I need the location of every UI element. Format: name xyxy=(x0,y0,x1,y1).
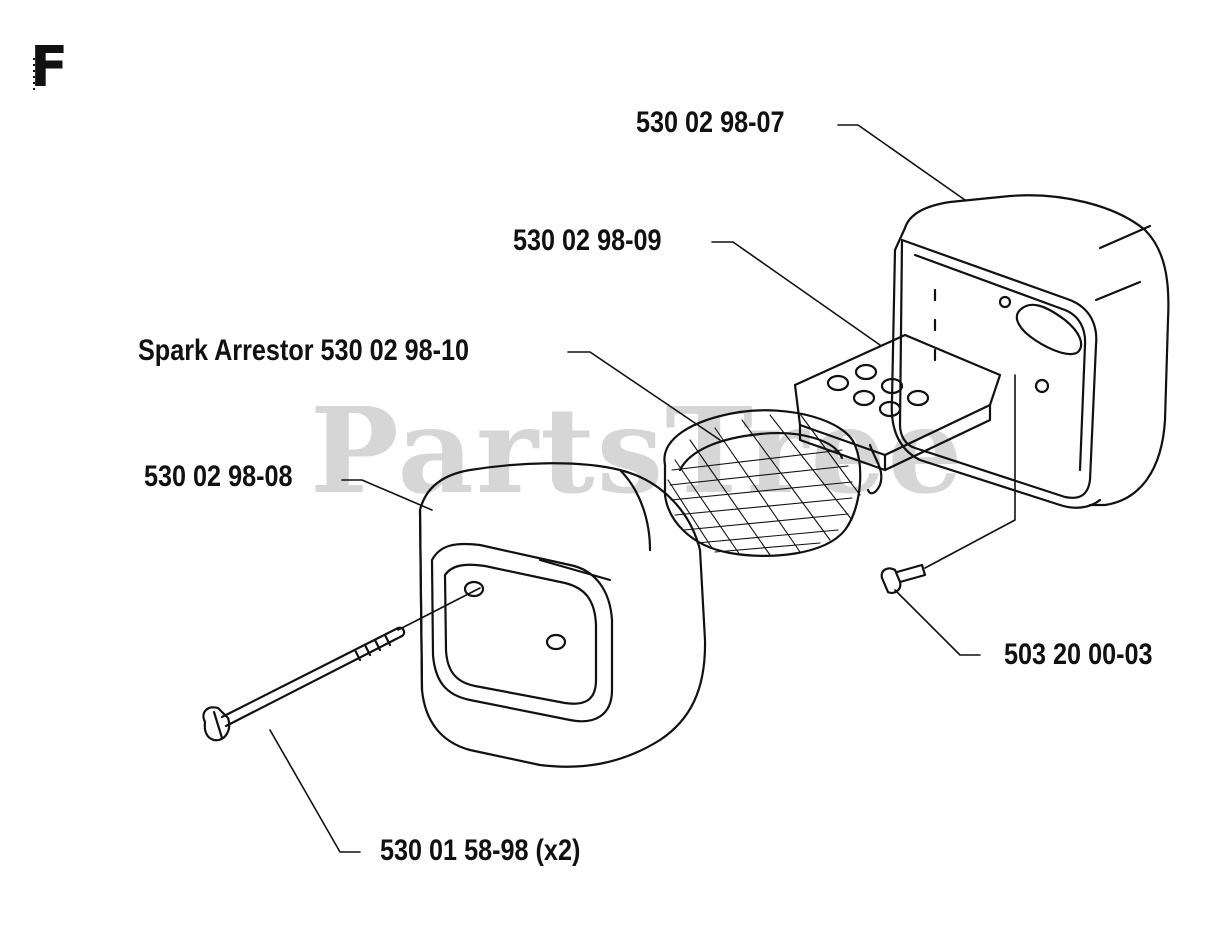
spark-arrestor-screen xyxy=(663,409,862,557)
callout-spark-arrestor: Spark Arrestor 530 02 98-10 xyxy=(138,334,470,367)
callout-muffler-cover: 530 02 98-08 xyxy=(144,460,293,493)
leader-long-bolt xyxy=(269,729,361,853)
leader-bolt-axis xyxy=(397,587,481,631)
leader-screw xyxy=(894,589,981,656)
leader-screw-axis xyxy=(924,374,1016,569)
watermark: PartsTree xyxy=(310,381,965,520)
muffler-body xyxy=(890,194,1170,509)
baffle-plate xyxy=(793,333,1002,495)
callout-muffler-body: 530 02 98-07 xyxy=(636,106,785,139)
section-letter-dots xyxy=(33,58,35,90)
long-bolt xyxy=(202,626,406,742)
leader-spark-arrestor xyxy=(567,351,721,441)
leader-lines xyxy=(269,124,1016,853)
section-letter: F xyxy=(30,35,69,100)
leader-muffler-body xyxy=(837,124,966,201)
callout-screw: 503 20 00-03 xyxy=(1004,638,1153,671)
screw xyxy=(880,563,927,594)
muffler-cover xyxy=(418,462,707,768)
leader-baffle-plate xyxy=(711,241,881,346)
callout-long-bolt: 530 01 58-98 (x2) xyxy=(380,834,581,867)
leader-muffler-cover xyxy=(341,479,433,511)
callout-baffle-plate: 530 02 98-09 xyxy=(513,224,662,257)
